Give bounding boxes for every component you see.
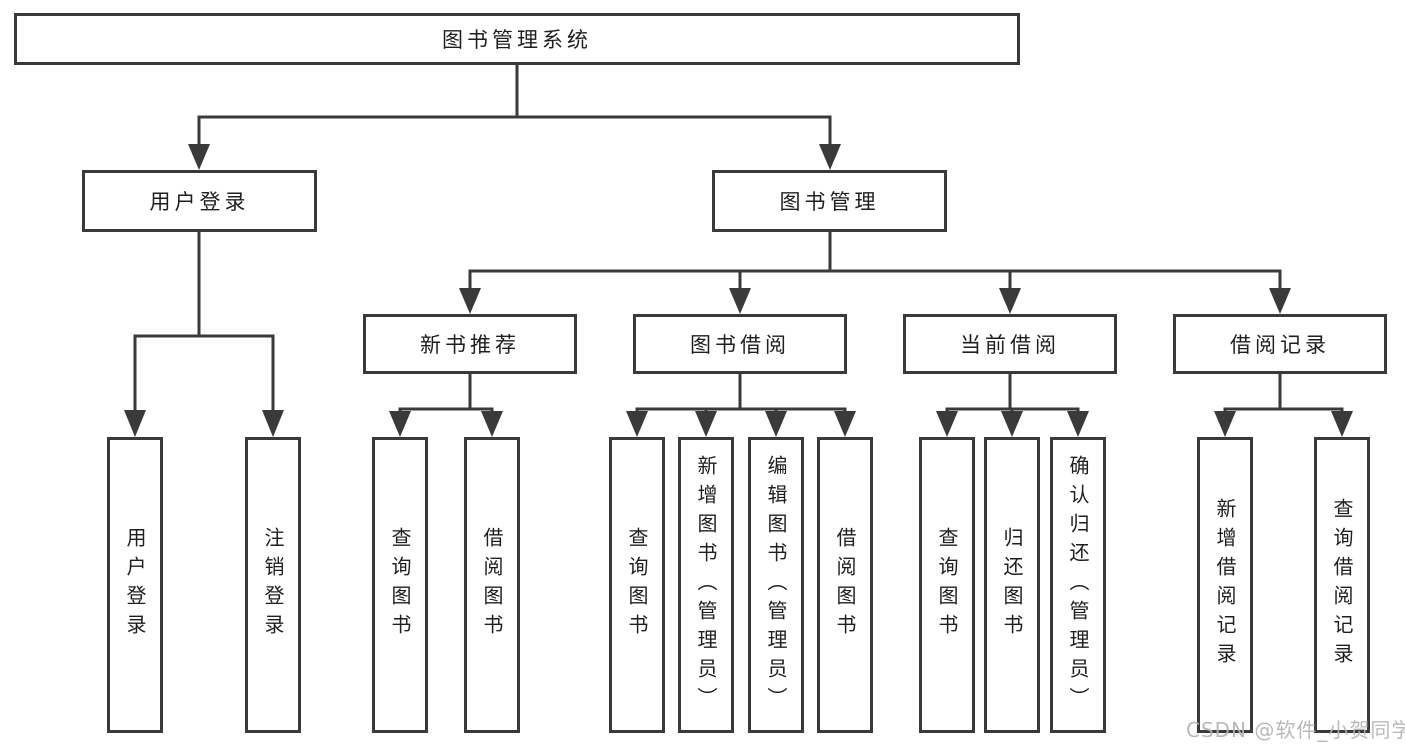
leaf-cb-confirm-return-admin: 确认归还（管理员） — [1050, 437, 1106, 733]
leaf-nb-borrow-books: 借阅图书 — [464, 437, 520, 733]
node-current-borrowing: 当前借阅 — [903, 314, 1117, 374]
node-book-management: 图书管理 — [712, 170, 947, 232]
node-book-borrowing: 图书借阅 — [633, 314, 847, 374]
node-library-system: 图书管理系统 — [14, 13, 1020, 65]
node-user-login: 用户登录 — [82, 170, 317, 232]
connector-book-borrow-children — [626, 374, 856, 437]
leaf-nb-query-books: 查询图书 — [372, 437, 428, 733]
connector-current-borrow-children — [936, 374, 1089, 437]
connector-root-to-level2 — [188, 65, 841, 170]
watermark: CSDN @软件_小贺同学 — [1186, 718, 1405, 742]
leaf-bb-query-books: 查询图书 — [609, 437, 665, 733]
leaf-bb-edit-books-admin: 编辑图书（管理员） — [748, 437, 804, 733]
leaf-br-add-record: 新增借阅记录 — [1197, 437, 1253, 733]
connector-user-login-children — [124, 232, 284, 437]
node-borrowing-records: 借阅记录 — [1173, 314, 1387, 374]
connector-new-book-children — [389, 374, 503, 437]
leaf-bb-borrow-books: 借阅图书 — [817, 437, 873, 733]
leaf-cb-query-books: 查询图书 — [919, 437, 975, 733]
leaf-user-login: 用户登录 — [107, 437, 163, 733]
leaf-bb-add-books-admin: 新增图书（管理员） — [678, 437, 734, 733]
node-new-book-recommendation: 新书推荐 — [363, 314, 577, 374]
leaf-cb-return-books: 归还图书 — [984, 437, 1040, 733]
leaf-br-query-record: 查询借阅记录 — [1314, 437, 1370, 733]
connector-borrow-record-children — [1214, 374, 1353, 437]
leaf-logout: 注销登录 — [245, 437, 301, 733]
connector-book-management-children — [459, 232, 1291, 314]
